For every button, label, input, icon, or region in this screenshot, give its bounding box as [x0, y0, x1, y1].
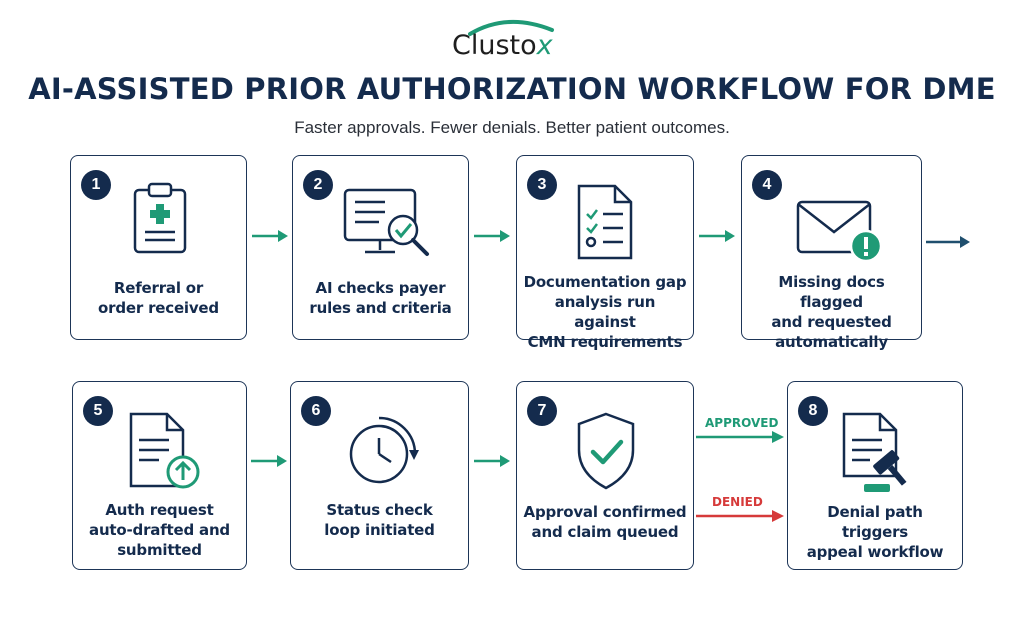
clustox-logo: Clustox	[452, 14, 577, 66]
document-upload-icon	[129, 412, 200, 489]
approved-label: APPROVED	[705, 416, 779, 430]
shield-check-icon	[577, 412, 635, 490]
document-gavel-icon	[842, 412, 907, 492]
step-number-badge: 8	[798, 396, 828, 426]
clipboard-medical-icon	[133, 182, 187, 254]
step-number-badge: 6	[301, 396, 331, 426]
envelope-alert-icon	[796, 200, 883, 263]
step-number-badge: 5	[83, 396, 113, 426]
flow-arrow-1-2	[252, 230, 288, 242]
flow-arrow-6-7	[474, 455, 510, 467]
logo-text: Clustox	[452, 30, 553, 61]
step-number-badge: 2	[303, 170, 333, 200]
approved-arrow	[696, 431, 784, 443]
clock-loop-icon	[349, 416, 419, 484]
flow-arrow-5-6	[251, 455, 287, 467]
step-number-badge: 7	[527, 396, 557, 426]
monitor-magnifier-check-icon	[343, 188, 429, 256]
checklist-document-icon	[577, 184, 633, 260]
denied-arrow	[696, 510, 784, 522]
flow-arrow-3-4	[699, 230, 735, 242]
denied-label: DENIED	[712, 495, 763, 509]
flow-arrow-4-next	[926, 236, 970, 248]
step-number-badge: 1	[81, 170, 111, 200]
page-subtitle: Faster approvals. Fewer denials. Better …	[294, 118, 730, 137]
step-number-badge: 3	[527, 170, 557, 200]
logo-swoosh-icon	[468, 20, 554, 36]
step-number-badge: 4	[752, 170, 782, 200]
flow-arrow-2-3	[474, 230, 510, 242]
page-title: AI-ASSISTED PRIOR AUTHORIZATION WORKFLOW…	[28, 72, 996, 106]
